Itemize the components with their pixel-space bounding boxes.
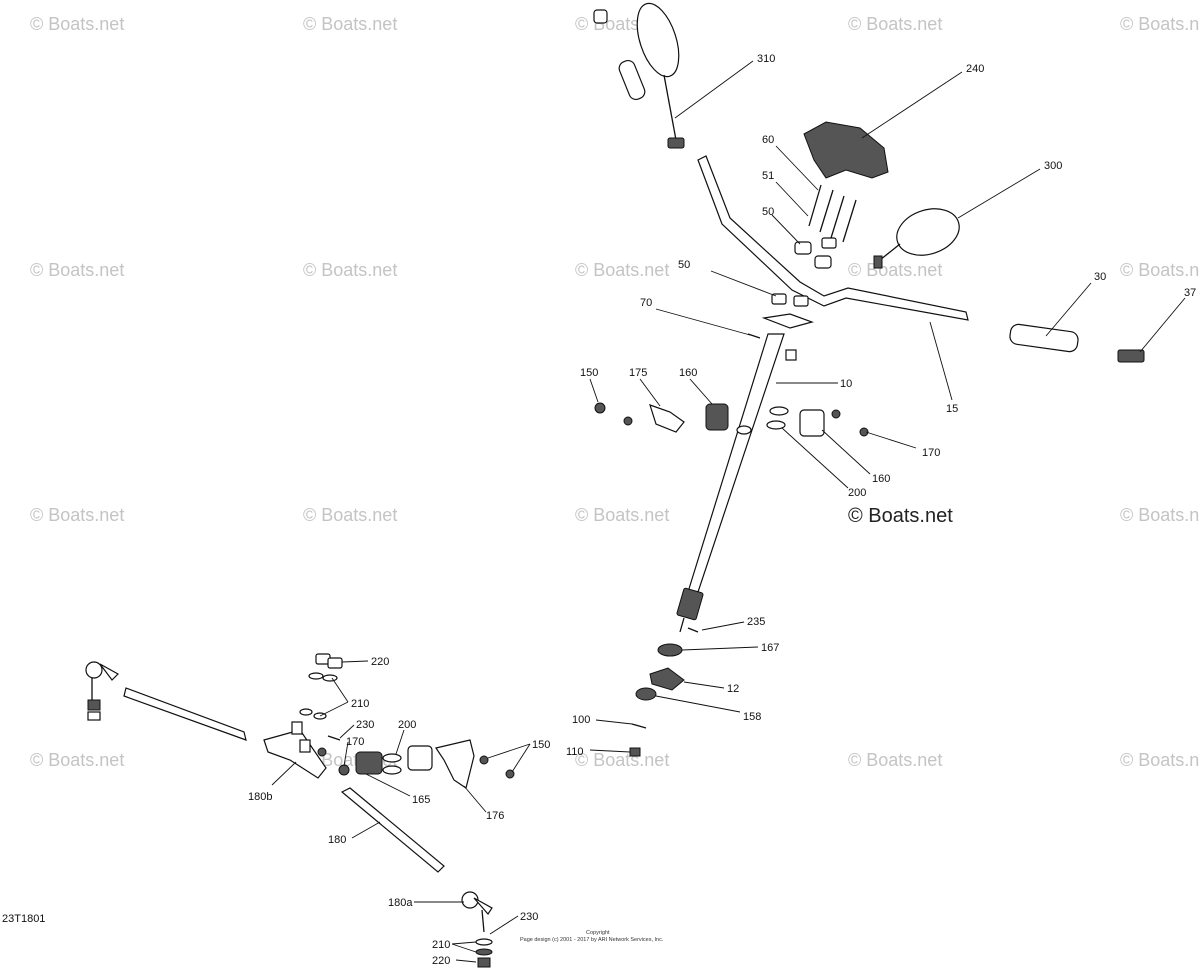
steering-column-10 [676, 313, 814, 633]
watermark: © Boats.net [575, 505, 669, 525]
diagram-code: 23T1801 [2, 913, 45, 925]
label-180b: 180b [248, 791, 272, 803]
bolts-60 [808, 184, 857, 243]
label-220-top: 220 [371, 656, 389, 668]
main-watermark: © Boats.net [848, 505, 953, 527]
copyright-line-1: Copyright [586, 930, 610, 936]
steering-arm-180b [263, 721, 350, 779]
watermark: © Boats.net [303, 505, 397, 525]
label-240: 240 [966, 63, 984, 75]
watermark: © Boats.net [1120, 505, 1200, 525]
cover-240 [803, 121, 889, 179]
watermark: © Boats.net [575, 260, 669, 280]
watermark: © Boats.net [30, 14, 124, 34]
tie-rod-left [85, 661, 247, 741]
label-210-top: 210 [351, 698, 369, 710]
label-12: 12 [727, 683, 739, 695]
label-50-top: 50 [762, 206, 774, 218]
label-150-top: 150 [580, 367, 598, 379]
label-150-bottom: 150 [532, 739, 550, 751]
label-51: 51 [762, 170, 774, 182]
watermark: © Boats.net [30, 260, 124, 280]
label-230-top: 230 [356, 719, 374, 731]
label-160-left: 160 [679, 367, 697, 379]
part-labels: 310 240 60 51 50 300 50 70 30 37 10 15 1… [248, 53, 1196, 967]
label-37: 37 [1184, 287, 1196, 299]
watermark: © Boats.net [848, 750, 942, 770]
mirror-300 [873, 208, 960, 269]
label-60: 60 [762, 134, 774, 146]
label-15: 15 [946, 403, 958, 415]
watermark: © Boats.net [303, 260, 397, 280]
watermark: © Boats.net [848, 14, 942, 34]
leader-lines [271, 60, 1186, 963]
label-176: 176 [486, 810, 504, 822]
label-180a: 180a [388, 897, 413, 909]
label-235: 235 [747, 616, 765, 628]
label-70: 70 [640, 297, 652, 309]
label-158: 158 [743, 711, 761, 723]
label-200-right: 200 [848, 487, 866, 499]
watermark: © Boats.net [848, 260, 942, 280]
handlebar-15 [697, 155, 969, 321]
label-210-bottom: 210 [432, 939, 450, 951]
label-110: 110 [566, 746, 584, 758]
copyright-line-2: Page design (c) 2001 - 2017 by ARI Netwo… [520, 937, 664, 943]
part-drawings: Copyright Page design (c) 2001 - 2017 by… [2, 2, 1145, 968]
mirror-310 [593, 2, 685, 149]
label-50-bar: 50 [678, 259, 690, 271]
label-220-bottom: 220 [432, 955, 450, 967]
label-160-right: 160 [872, 473, 890, 485]
label-310: 310 [757, 53, 775, 65]
watermark: © Boats.net [1120, 14, 1200, 34]
watermark: © Boats.net [303, 14, 397, 34]
label-165: 165 [412, 794, 430, 806]
watermark: © Boats.net [1120, 750, 1200, 770]
label-167: 167 [761, 642, 779, 654]
watermark: © Boats.net [30, 505, 124, 525]
label-170-right: 170 [922, 447, 940, 459]
tie-rod-180 [340, 787, 493, 968]
label-10: 10 [840, 378, 852, 390]
watermark: © Boats.net [30, 750, 124, 770]
watermark: © Boats.net [1120, 260, 1200, 280]
watermarks: © Boats.net © Boats.net © Boats.net © Bo… [30, 14, 1200, 770]
label-170-left: 170 [346, 736, 364, 748]
label-30: 30 [1094, 271, 1106, 283]
label-300: 300 [1044, 160, 1062, 172]
label-100: 100 [572, 714, 590, 726]
label-180: 180 [328, 834, 346, 846]
label-200-left: 200 [398, 719, 416, 731]
label-230-bottom: 230 [520, 911, 538, 923]
label-175: 175 [629, 367, 647, 379]
watermark: © Boats.net [575, 750, 669, 770]
